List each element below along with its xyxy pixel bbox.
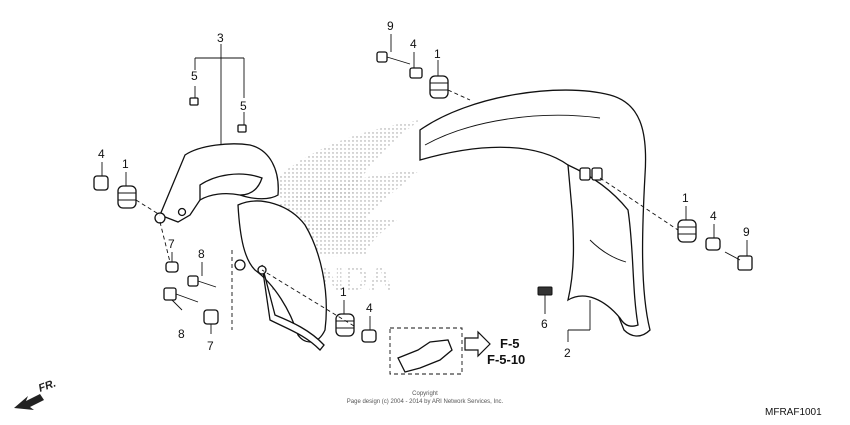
collar-1-bottom[interactable] (335, 313, 355, 337)
washer-4-bottom[interactable] (361, 329, 377, 343)
reference-f5[interactable]: F-5 (500, 336, 520, 351)
clip-5-left[interactable] (189, 97, 199, 106)
collar-1-left[interactable] (117, 185, 137, 209)
callout-7-lower: 7 (207, 339, 214, 353)
diagram-code: MFRAF1001 (765, 407, 822, 418)
collar-1-top[interactable] (429, 75, 449, 99)
callout-4-bottom: 4 (366, 301, 373, 315)
callout-1-right: 1 (682, 191, 689, 205)
front-arrow-icon (14, 394, 44, 410)
bolt-9-top[interactable] (376, 51, 411, 65)
bolt-8-upper[interactable] (187, 275, 217, 288)
callout-8-lower: 8 (178, 327, 185, 341)
washer-4-right[interactable] (705, 237, 721, 251)
callout-6: 6 (541, 317, 548, 331)
callout-2: 2 (564, 346, 571, 360)
fender-bracket[interactable] (154, 143, 279, 224)
callout-9-right: 9 (743, 225, 750, 239)
copyright-block: Copyright Page design (c) 2004 - 2014 by… (347, 391, 504, 405)
hardware[interactable] (93, 51, 753, 343)
page-reference[interactable]: F-5 F-5-10 (487, 336, 525, 367)
callout-4-right: 4 (710, 209, 717, 223)
callout-7-upper: 7 (168, 237, 175, 251)
bolt-9-right[interactable] (724, 251, 753, 271)
callout-1-left: 1 (122, 157, 129, 171)
callout-3: 3 (217, 31, 224, 45)
pad-6[interactable] (537, 286, 553, 296)
callout-8-upper: 8 (198, 247, 205, 261)
reference-f5-10[interactable]: F-5-10 (487, 352, 525, 367)
collar-1-right[interactable] (677, 219, 697, 243)
copyright-line-2: Page design (c) 2004 - 2014 by ARI Netwo… (347, 399, 504, 405)
callout-5-left: 5 (191, 69, 198, 83)
reference-arrow[interactable] (464, 330, 491, 358)
callout-5-right: 5 (240, 99, 247, 113)
callout-9-top: 9 (387, 19, 394, 33)
washer-4-left[interactable] (93, 175, 109, 191)
front-label: FR. (37, 377, 58, 394)
mount-bracket[interactable] (389, 327, 463, 375)
inner-mudguard[interactable] (234, 200, 327, 351)
grommet-7-lower[interactable] (203, 309, 219, 325)
callout-4-left: 4 (98, 147, 105, 161)
callout-labels: 9 4 1 3 5 5 4 1 7 8 8 7 1 4 1 4 9 6 2 (98, 19, 750, 360)
front-direction-indicator: FR. (14, 377, 58, 410)
copyright-line-1: Copyright (412, 391, 438, 397)
callout-4-top: 4 (410, 37, 417, 51)
grommet-7-upper[interactable] (165, 261, 179, 273)
bolt-8-lower[interactable] (163, 287, 199, 303)
clip-5-right[interactable] (237, 124, 247, 133)
callout-1-top: 1 (434, 47, 441, 61)
washer-4-top[interactable] (409, 67, 423, 79)
callout-1-bottom: 1 (340, 285, 347, 299)
leader-lines (101, 34, 748, 342)
front-fender[interactable] (419, 89, 651, 337)
